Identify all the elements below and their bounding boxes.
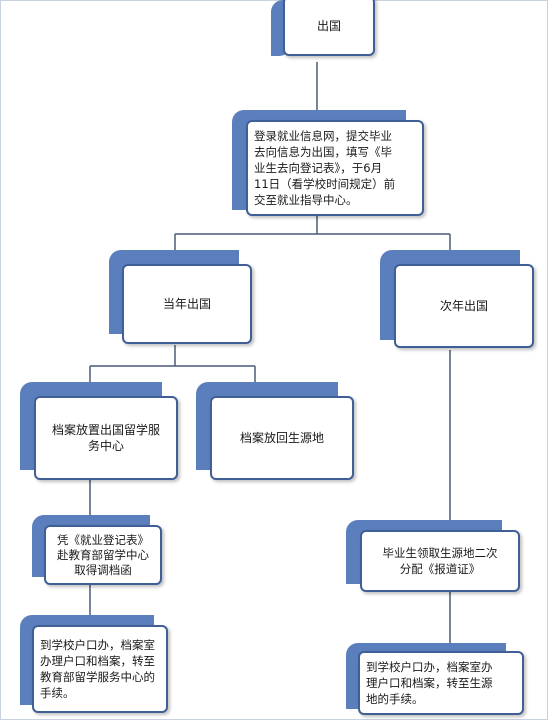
node-employment-form-label: 凭《就业登记表》 赴教育部留学中心 取得调档函 (57, 532, 149, 577)
node-next-year-label: 次年出国 (439, 299, 488, 313)
node-school-office-center-label: 到学校户口办，档案室 办理户口和档案，转至 教育部留学服务中心的 手续。 (40, 638, 155, 700)
node-school-office-center: 到学校户口办，档案室 办理户口和档案，转至 教育部留学服务中心的 手续。 (20, 615, 170, 715)
node-abroad-label: 出国 (316, 19, 341, 33)
node-next-year: 次年出国 (380, 250, 538, 350)
node-school-office-home-label: 到学校户口办，档案室办 理户口和档案，转至生源 地的手续。 (366, 660, 493, 706)
node-archive-home: 档案放回生源地 (196, 382, 356, 482)
node-abroad: 出国 (271, 0, 376, 64)
node-archive-home-label: 档案放回生源地 (239, 431, 324, 445)
node-report-card: 毕业生领取生源地二次 分配《报道证》 (346, 520, 522, 594)
node-school-office-home: 到学校户口办，档案室办 理户口和档案，转至生源 地的手续。 (346, 643, 526, 717)
node-employment-form: 凭《就业登记表》 赴教育部留学中心 取得调档函 (32, 515, 164, 587)
node-report-card-label: 毕业生领取生源地二次 分配《报道证》 (382, 546, 498, 576)
node-same-year-label: 当年出国 (162, 297, 211, 311)
node-same-year: 当年出国 (109, 250, 254, 346)
node-register: 登录就业信息网，提交毕业 去向信息为出国，填写《毕 业生去向登记表》，于6月 1… (232, 110, 426, 216)
node-archive-center: 档案放置出国留学服 务中心 (20, 382, 180, 482)
node-archive-center-label: 档案放置出国留学服 务中心 (51, 423, 160, 453)
node-register-label: 登录就业信息网，提交毕业 去向信息为出国，填写《毕 业生去向登记表》，于6月 1… (254, 129, 396, 207)
